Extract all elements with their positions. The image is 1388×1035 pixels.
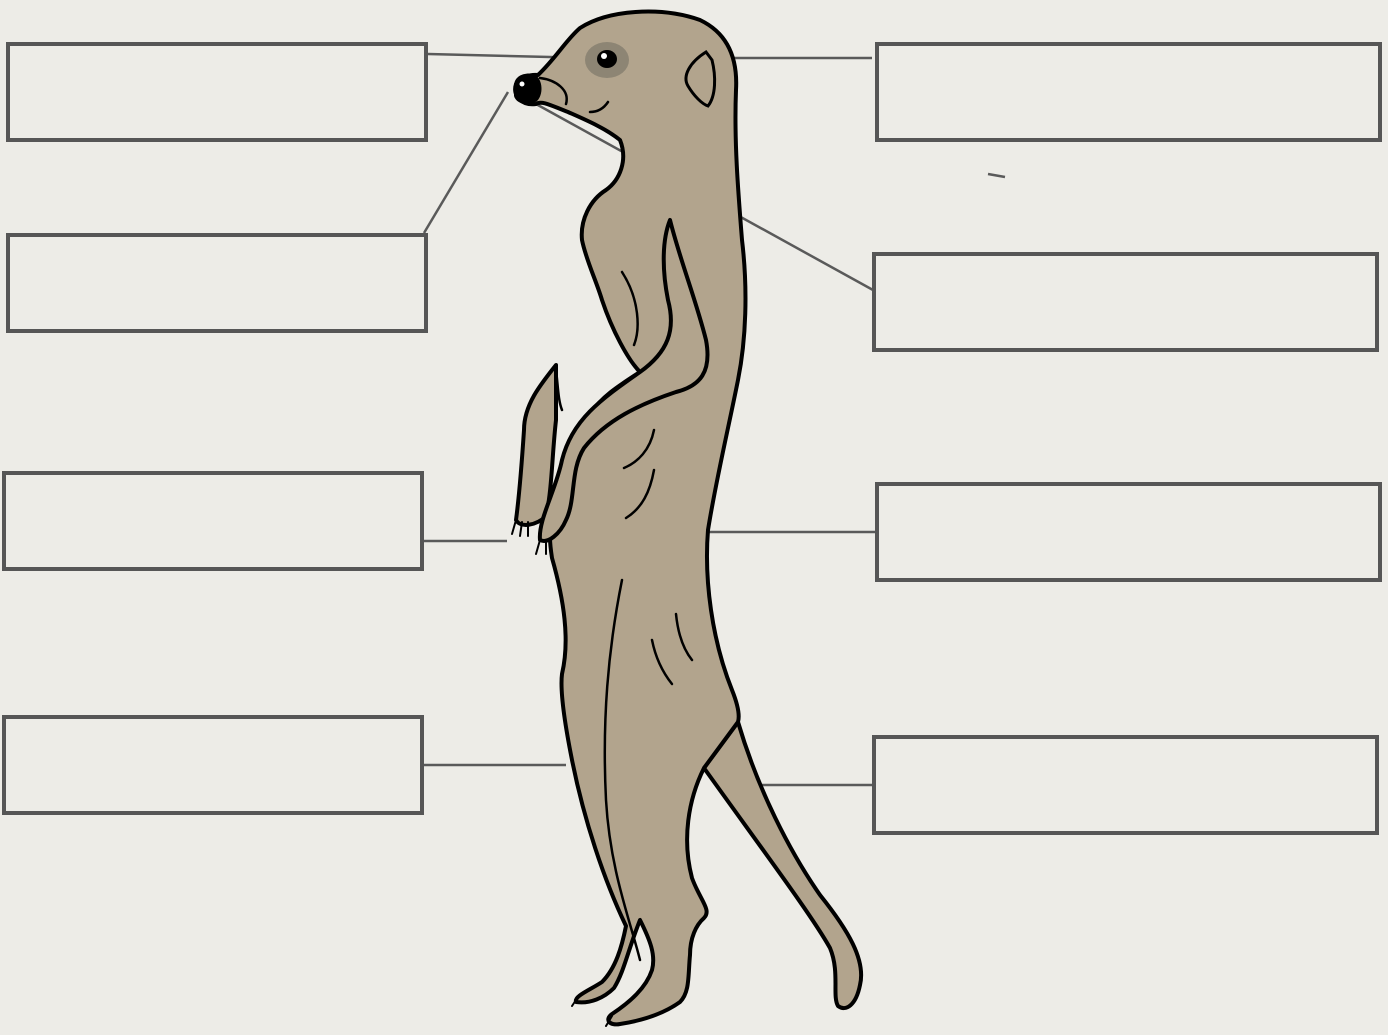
label-box-fur[interactable] (875, 482, 1382, 582)
meerkat-nose-highlight (520, 82, 525, 87)
meerkat-tail (704, 722, 861, 1008)
label-box-legs[interactable] (2, 715, 424, 815)
stray-mark (988, 174, 1005, 177)
label-box-whiskers[interactable] (872, 252, 1379, 352)
label-box-ear[interactable] (875, 42, 1382, 142)
label-box-nose[interactable] (6, 233, 428, 333)
leader-line-nose (424, 92, 508, 233)
meerkat-eye-highlight (601, 53, 607, 59)
label-box-claws[interactable] (2, 471, 424, 571)
meerkat-eye (597, 50, 617, 68)
meerkat-nose (514, 74, 541, 105)
label-box-eye[interactable] (6, 42, 428, 142)
label-box-tail[interactable] (872, 735, 1379, 835)
